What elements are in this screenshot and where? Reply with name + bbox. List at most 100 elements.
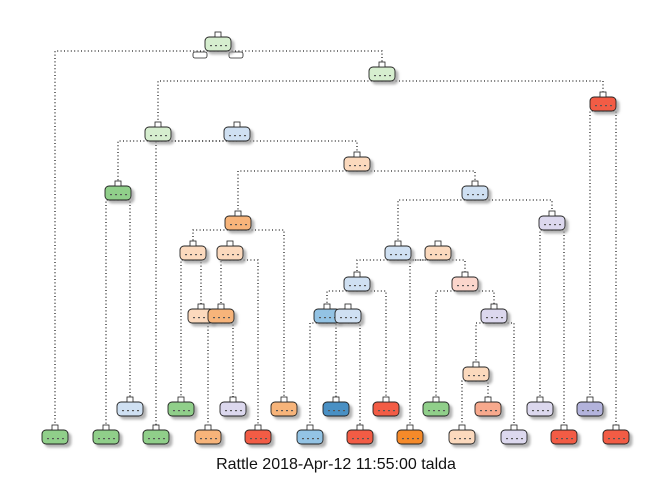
probability-mark (223, 317, 225, 319)
probability-mark (319, 317, 321, 319)
probability-mark (230, 224, 232, 226)
probability-mark (220, 45, 222, 47)
probability-mark (571, 438, 573, 440)
plot-caption: Rattle 2018-Apr-12 11:55:00 talda (216, 456, 456, 473)
node-probabilities (148, 438, 165, 440)
tree-edge (118, 199, 131, 398)
node-number-tab (612, 424, 620, 431)
probability-mark (445, 254, 447, 256)
tree-node (384, 240, 412, 261)
node-box (244, 429, 272, 445)
probability-mark (561, 438, 563, 440)
probability-mark (229, 135, 231, 137)
probability-mark (454, 438, 456, 440)
probability-mark (349, 285, 351, 287)
probability-mark (62, 438, 64, 440)
probability-mark (430, 254, 432, 256)
node-number-tab (229, 396, 237, 403)
probability-mark (125, 194, 127, 196)
probability-mark (438, 410, 440, 412)
node-number-tab (189, 240, 197, 247)
probability-mark (108, 438, 110, 440)
probability-mark (185, 254, 187, 256)
node-probabilities (302, 438, 319, 440)
node-box (462, 366, 490, 382)
probability-mark (400, 254, 402, 256)
tree-edge (155, 140, 237, 426)
probability-mark (178, 410, 180, 412)
node-number-tab (114, 180, 122, 187)
node-number-tab (254, 424, 262, 431)
node-number-tab (432, 396, 440, 403)
node-number-tab (234, 210, 242, 217)
node-box (204, 36, 232, 52)
probability-mark (234, 135, 236, 137)
node-number-tab (353, 151, 361, 158)
probability-mark (501, 317, 503, 319)
tree-edge (180, 259, 193, 398)
probability-mark (364, 165, 366, 167)
probability-mark (225, 45, 227, 47)
probability-mark (165, 135, 167, 137)
tree-node (207, 303, 235, 324)
probability-mark (355, 317, 357, 319)
node-number-tab (344, 303, 352, 310)
tree-node (41, 424, 69, 445)
node-probabilities (328, 410, 345, 412)
tree-node (461, 180, 489, 201)
probability-mark (379, 75, 381, 77)
tree-edge (193, 259, 202, 305)
probability-mark (200, 438, 202, 440)
node-probabilities (374, 75, 391, 77)
probability-mark (235, 224, 237, 226)
probability-mark (367, 438, 369, 440)
probability-mark (237, 254, 239, 256)
tree-edge (326, 290, 357, 305)
tree-node (334, 303, 362, 324)
probability-mark (329, 317, 331, 319)
node-probabilities (544, 224, 561, 226)
probability-mark (608, 438, 610, 440)
probability-mark (435, 254, 437, 256)
probability-mark (566, 438, 568, 440)
tree-edge (348, 322, 361, 426)
tree-node (422, 396, 450, 417)
probability-mark (240, 410, 242, 412)
tree-edge (237, 170, 357, 212)
node-number-tab (599, 91, 607, 98)
node-number-tab (434, 240, 442, 247)
tree-edge (238, 229, 285, 398)
tree-node (179, 240, 207, 261)
probability-mark (173, 410, 175, 412)
probability-mark (537, 410, 539, 412)
probability-mark (281, 410, 283, 412)
probability-mark (374, 75, 376, 77)
probability-mark (354, 285, 356, 287)
probability-mark (350, 317, 352, 319)
probability-mark (52, 438, 54, 440)
tree-edge (158, 140, 358, 153)
tree-node (550, 424, 578, 445)
probability-mark (359, 165, 361, 167)
tree-edge (218, 50, 383, 63)
node-number-tab (306, 424, 314, 431)
probability-mark (467, 194, 469, 196)
probability-mark (592, 410, 594, 412)
tree-edge (435, 290, 465, 398)
probability-mark (468, 375, 470, 377)
tree-node (589, 91, 617, 112)
node-probabilities (110, 194, 127, 196)
node-box (92, 429, 120, 445)
probability-mark (338, 410, 340, 412)
node-probabilities (349, 285, 366, 287)
node-number-tab (177, 396, 185, 403)
tree-node (244, 424, 272, 445)
probability-mark (354, 165, 356, 167)
node-box (270, 401, 298, 417)
node-box (224, 215, 252, 231)
probability-mark (428, 410, 430, 412)
node-probabilities (402, 438, 419, 440)
tree-node (602, 424, 630, 445)
probability-mark (440, 254, 442, 256)
probability-mark (521, 438, 523, 440)
